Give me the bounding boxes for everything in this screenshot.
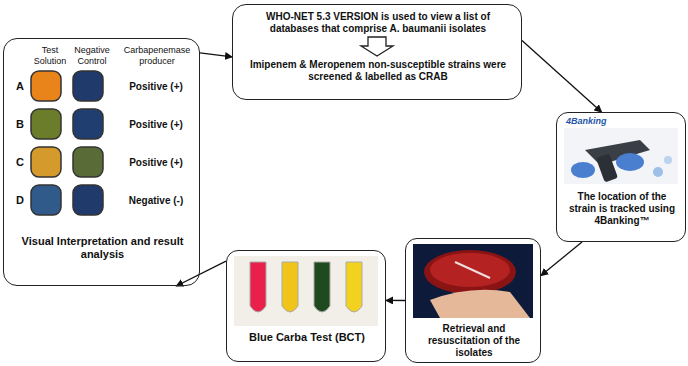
- node-text: Carbapenemase producer: [116, 45, 198, 67]
- down-arrow: [361, 37, 393, 56]
- node-text: Negative Control: [66, 45, 118, 67]
- test-wells: [31, 71, 103, 215]
- node-text: B: [12, 118, 28, 131]
- node-text: C: [12, 156, 28, 169]
- flow-arrow: [386, 300, 405, 301]
- result-panel: Test SolutionNegative ControlCarbapenema…: [3, 38, 200, 286]
- node-text: Visual Interpretation and result analysi…: [12, 235, 193, 261]
- scanner-illustration: [564, 128, 678, 184]
- node-text: Positive (+): [114, 157, 198, 169]
- logo-text: 4Banking: [566, 117, 607, 127]
- node-text: Positive (+): [114, 119, 198, 131]
- flow-arrow: [541, 242, 582, 276]
- petri-dish-illustration: [413, 244, 533, 318]
- node-text: A: [12, 80, 28, 93]
- node-text: WHO-NET 5.3 VERSION is used to view a li…: [241, 11, 515, 35]
- node-text: Blue Carba Test (BCT): [233, 331, 381, 344]
- process-box: WHO-NET 5.3 VERSION is used to view a li…: [232, 4, 522, 100]
- process-box: Blue Carba Test (BCT): [226, 250, 386, 362]
- node-text: Imipenem & Meropenem non-susceptible str…: [241, 59, 515, 83]
- node-text: Positive (+): [114, 81, 198, 93]
- flow-arrow: [200, 53, 232, 57]
- tubes-illustration: [234, 256, 378, 326]
- flow-arrow: [522, 40, 602, 112]
- process-box: Retrieval and resuscitation of the isola…: [405, 238, 541, 363]
- node-text: Test Solution: [26, 45, 74, 67]
- node-text: D: [12, 194, 28, 207]
- process-box: The location of the strain is tracked us…: [556, 112, 686, 242]
- node-text: Negative (-): [114, 195, 198, 207]
- flow-arrow: [176, 261, 226, 286]
- node-text: The location of the strain is tracked us…: [563, 191, 681, 227]
- node-text: Retrieval and resuscitation of the isola…: [412, 323, 536, 359]
